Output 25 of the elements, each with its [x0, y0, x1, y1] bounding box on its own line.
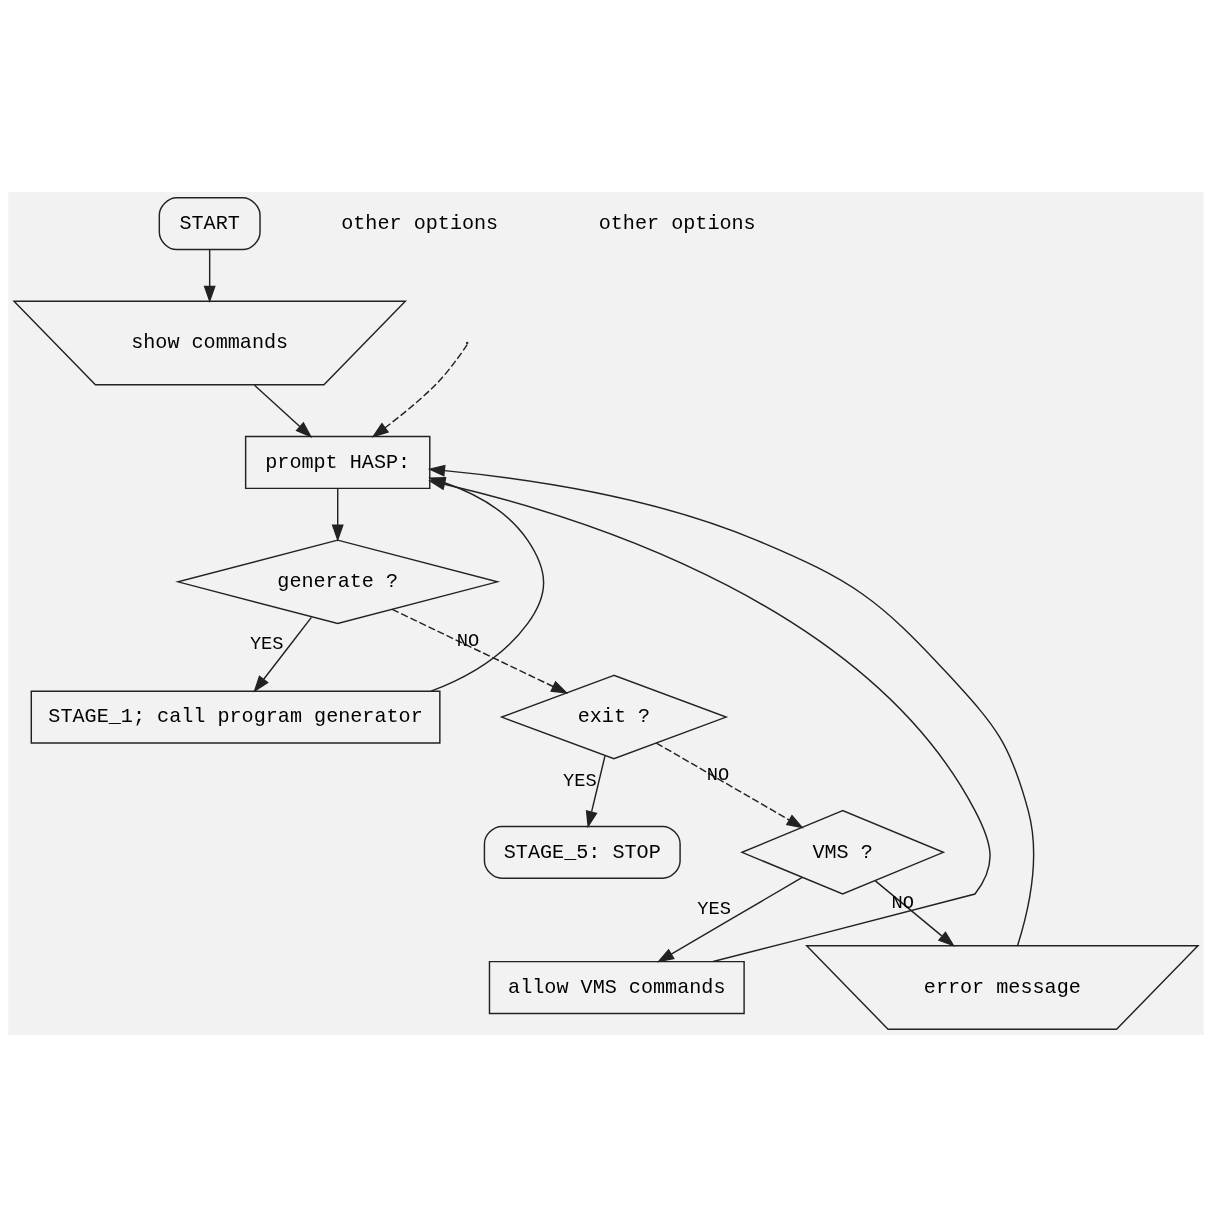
arrow — [656, 876, 803, 963]
arrow — [371, 343, 468, 438]
edge-label: YES — [563, 770, 597, 793]
arrow — [253, 384, 313, 438]
label: other options — [341, 211, 499, 235]
node-diamond: generate ? — [175, 539, 501, 625]
node-box: allow VMS commands — [488, 960, 745, 1015]
node-diamond: VMS ? — [740, 809, 946, 895]
arrow — [655, 742, 804, 829]
arrow — [203, 249, 216, 304]
arrow — [391, 608, 569, 694]
arrow — [331, 487, 344, 542]
label: other options — [598, 211, 756, 235]
arrow — [585, 755, 606, 829]
edge-label: YES — [249, 632, 284, 655]
node-diamond: exit ? — [499, 674, 729, 760]
node-box: prompt HASP: — [244, 435, 431, 490]
arrow — [874, 880, 955, 947]
edge-label: YES — [697, 898, 731, 921]
edge-label: NO — [706, 764, 730, 787]
node-box: START — [158, 197, 261, 251]
node-box: STAGE_5: STOP — [483, 825, 681, 879]
arrow — [253, 616, 313, 693]
edge-label: NO — [456, 630, 480, 653]
node-box: STAGE_1; call program generator — [30, 690, 441, 744]
